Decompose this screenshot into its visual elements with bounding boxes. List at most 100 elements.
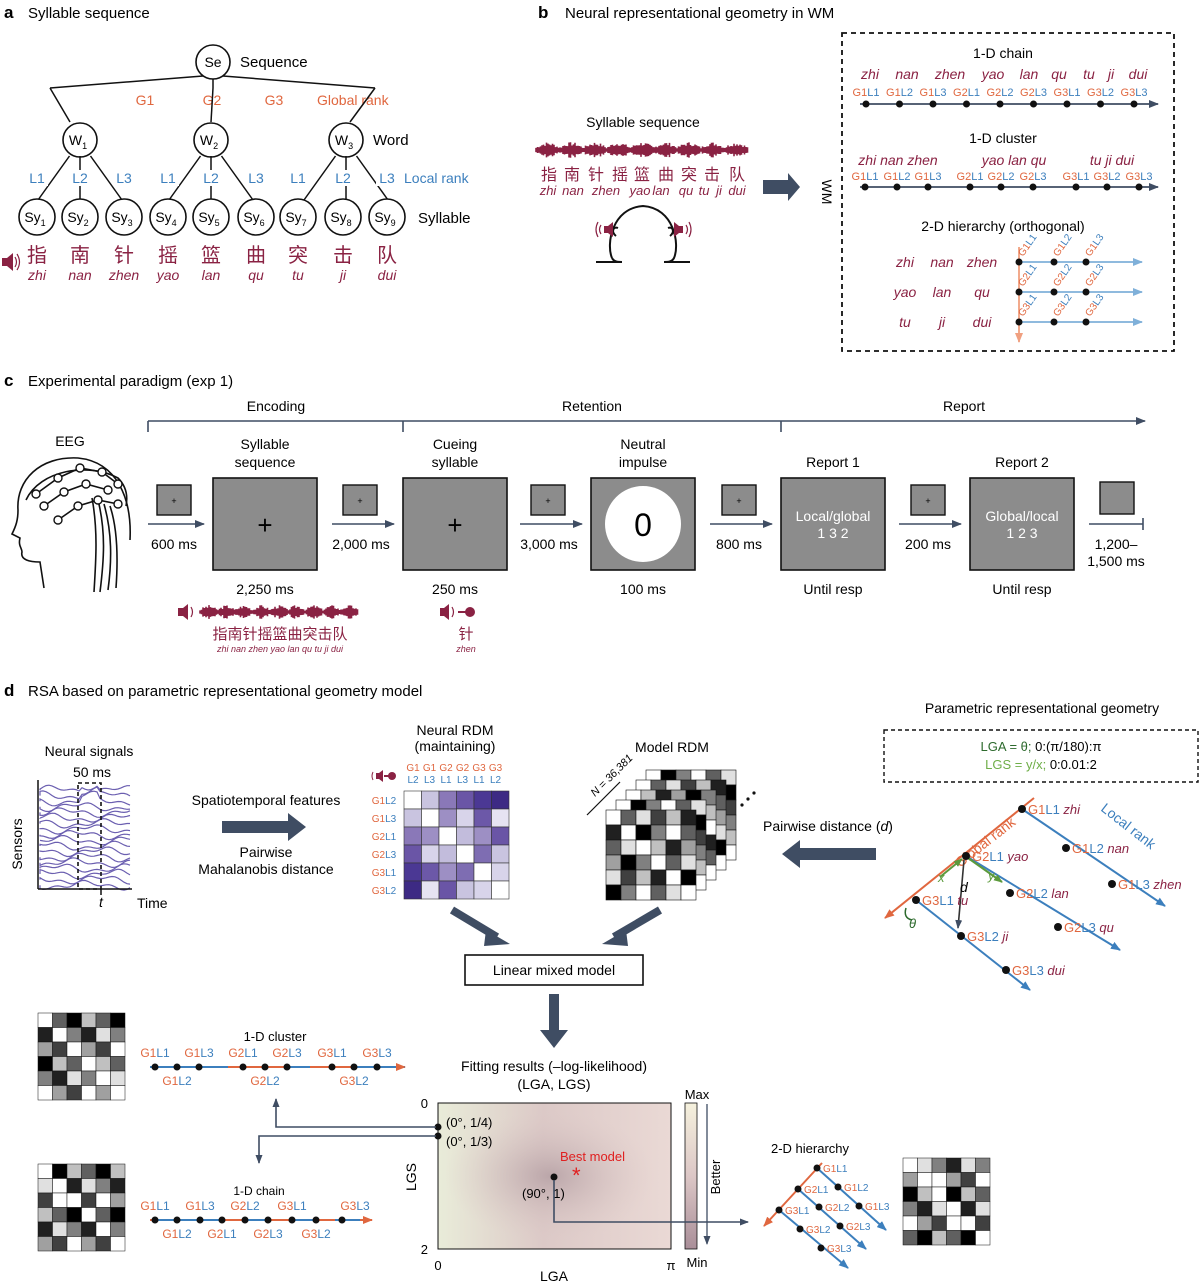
syllable-pinyin: nan xyxy=(68,267,92,283)
trial-screen xyxy=(969,477,1075,571)
local-rank-l1: L1 xyxy=(160,170,176,186)
window-label: 50 ms xyxy=(73,764,111,780)
thumbnail-cell xyxy=(960,1157,976,1173)
chain-code: G3L2 xyxy=(1087,87,1114,99)
lga-axis-label: LGA xyxy=(540,1268,569,1282)
signal-trace xyxy=(39,868,131,880)
panel-title: RSA based on parametric representational… xyxy=(28,683,422,700)
local-rank-axis xyxy=(1021,808,1166,907)
rdm-col-local: L2 xyxy=(407,775,419,786)
hanzi-char: 突 xyxy=(681,166,697,184)
cluster-model-node xyxy=(373,1063,381,1071)
geometry-node xyxy=(1108,880,1116,888)
thumbnail-cell xyxy=(931,1172,947,1188)
hierarchy-model-code: G2L2 xyxy=(825,1203,850,1214)
thumbnail-cell xyxy=(946,1186,962,1202)
model-rdm-cell xyxy=(620,884,637,901)
syllable-node xyxy=(192,198,230,236)
pinyin-word: lan xyxy=(652,183,669,198)
chain-model-node xyxy=(173,1216,181,1224)
better-label: Better xyxy=(708,1159,723,1194)
hanzi-char: 击 xyxy=(704,166,720,184)
timeline xyxy=(147,417,1146,432)
best-model-star: * xyxy=(572,1163,581,1188)
cluster-model-node xyxy=(195,1063,203,1071)
rdm-cell xyxy=(491,844,510,864)
local-rank-l2: L2 xyxy=(72,170,88,186)
word-node-label: W1 xyxy=(69,132,87,151)
syllable-node-label: Sy5 xyxy=(198,209,219,228)
chain-word: qu xyxy=(1051,66,1067,82)
fixation-screen xyxy=(156,484,192,516)
hierarchy-model-code: G1L2 xyxy=(844,1183,869,1194)
model-rdm-cell xyxy=(680,824,697,841)
panel-title: Neural representational geometry in WM xyxy=(565,5,834,22)
point-label-3: (90°, 1) xyxy=(522,1186,565,1201)
param-title: Parametric representational geometry xyxy=(925,700,1159,716)
thumbnail-cell xyxy=(81,1221,97,1237)
hierarchy-word: zhi xyxy=(895,254,915,270)
rdm-cell xyxy=(438,826,457,846)
hanzi-char: 指 xyxy=(541,166,557,184)
geometry-node-label: G1L3 zhen xyxy=(1118,877,1182,892)
thumbnail-cell xyxy=(931,1215,947,1231)
wm-label: WM xyxy=(819,180,835,205)
rdm-cell xyxy=(438,880,457,900)
neural-signal-traces xyxy=(39,784,131,891)
cluster-model-node xyxy=(173,1063,181,1071)
rdm-col-global: G2 xyxy=(439,763,453,774)
neural-rdm-subtitle: (maintaining) xyxy=(415,738,496,754)
chain-title: 1-D chain xyxy=(973,45,1033,61)
signal-trace xyxy=(39,818,130,829)
rdm-col-global: G3 xyxy=(489,763,503,774)
model-rdm-cell xyxy=(620,824,637,841)
thumbnail-cell xyxy=(902,1215,918,1231)
arrow-model-to-lmm xyxy=(611,906,663,941)
rdm-cell xyxy=(473,862,492,882)
cluster-code: G2L3 xyxy=(1020,171,1047,183)
thumbnail-cell xyxy=(37,1221,53,1237)
rdm-cell xyxy=(421,790,440,810)
thumbnail-cell xyxy=(110,1085,126,1101)
y-vector xyxy=(967,857,1003,883)
signal-trace xyxy=(39,784,130,792)
neural-rdm-title: Neural RDM xyxy=(416,722,493,738)
arrow-lmm-to-fit xyxy=(540,994,568,1048)
geometry-node-label: G1L1 zhi xyxy=(1028,802,1081,817)
chain-node xyxy=(1130,100,1138,108)
lga-formula: LGA = θ; 0:(π/180):π xyxy=(981,739,1102,754)
interval-duration: 200 ms xyxy=(905,536,951,552)
thumbnail-cell xyxy=(95,1163,111,1179)
thumbnail-cell xyxy=(37,1236,53,1252)
signal-trace xyxy=(39,790,131,807)
rdm-cell xyxy=(456,790,475,810)
fixation-mark: + xyxy=(925,496,930,506)
panel-letter: d xyxy=(4,681,14,700)
hanzi-char: 南 xyxy=(564,166,580,184)
report-order: 1 2 3 xyxy=(1006,525,1037,541)
point-0-quarter xyxy=(434,1123,442,1131)
cluster-word-group: zhi nan zhen xyxy=(857,152,938,168)
hierarchy-code: G3L1 xyxy=(1016,292,1039,319)
syllable-hanzi: 南 xyxy=(70,244,90,267)
time-label: Time xyxy=(137,895,168,911)
audio-hanzi: 指南针摇篮曲突击队 xyxy=(212,625,347,643)
thumbnail-cell xyxy=(931,1186,947,1202)
model-rdm-cell xyxy=(665,854,682,871)
arrow-to-wm xyxy=(763,173,800,201)
hierarchy-node xyxy=(1015,288,1023,296)
chain-model-code: G1L2 xyxy=(162,1227,192,1241)
impulse-disc xyxy=(605,486,681,562)
thumbnail-cell xyxy=(66,1041,82,1057)
neural-rdm: G1L2G1L3G2L1G2L3G3L1G3L2G1L2G1L3G2L1G2L3… xyxy=(372,763,510,900)
rdm-cell xyxy=(456,844,475,864)
thumbnail-cell xyxy=(960,1186,976,1202)
sequence-node-label: Se xyxy=(204,54,221,70)
rdm-cell xyxy=(403,790,422,810)
listener-head-icon xyxy=(596,204,690,263)
chain-model-code: G2L1 xyxy=(207,1227,237,1241)
thumbnail-cell xyxy=(960,1172,976,1188)
syllable-node xyxy=(368,198,406,236)
thumbnail-cell xyxy=(66,1221,82,1237)
